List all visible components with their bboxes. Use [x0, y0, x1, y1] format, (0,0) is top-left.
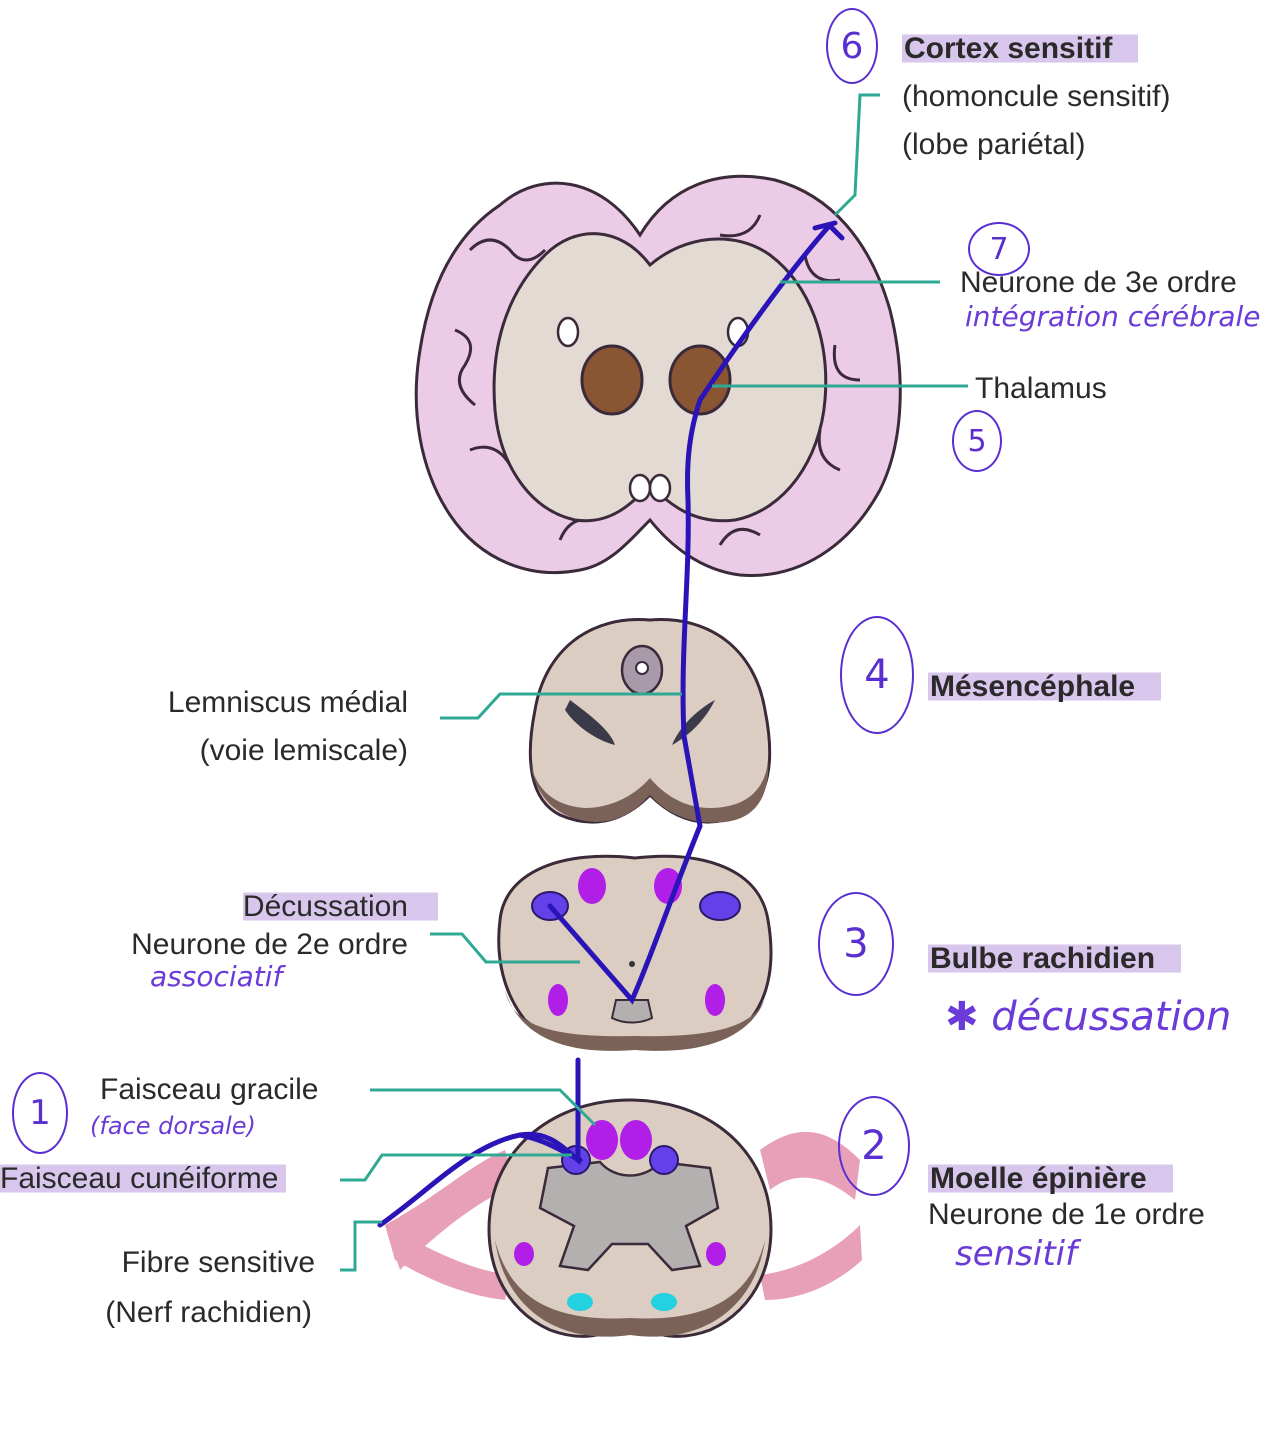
first-order-neuron [377, 1057, 581, 1228]
step-number-5: 5 [952, 410, 1002, 472]
hand-sensitif: sensitif [955, 1234, 1078, 1274]
neuron1-label: Neurone de 1e ordre [928, 1198, 1205, 1231]
pyramids [610, 999, 654, 1024]
cortex-gyri [454, 214, 861, 546]
cuneate-tract-r [649, 1145, 679, 1175]
leader-lemniscus [440, 692, 682, 720]
aqueduct-lumen [635, 661, 649, 675]
spinal-cord-section [385, 1098, 862, 1338]
nerve-left-ventral [385, 1225, 510, 1300]
cortex-terminal [812, 220, 845, 241]
leader-gracile [370, 1088, 597, 1127]
nerve-right [760, 1131, 860, 1200]
lemniscus-label: Lemniscus médial [167, 686, 408, 719]
nerve-right-ventral [760, 1225, 862, 1300]
cortex-sub2: (lobe pariétal) [902, 128, 1086, 161]
step-number-2: 2 [838, 1096, 910, 1196]
step-number-3: 3 [818, 892, 894, 996]
bulbe-label: Bulbe rachidien [928, 942, 1182, 975]
lateral-tract-r [706, 1242, 726, 1266]
nucleus-cuneatus-r [699, 891, 741, 921]
cuneiforme-label: Faisceau cunéiforme [0, 1162, 287, 1195]
sensory-pathway [377, 220, 845, 1228]
fibre-sub: (Nerf rachidien) [105, 1296, 312, 1329]
leader-cuneiforme [340, 1153, 572, 1182]
neuron2-label: Neurone de 2e ordre [131, 928, 408, 961]
olive-right [705, 984, 725, 1016]
olive-left [548, 984, 568, 1016]
lateral-tract-l [514, 1242, 534, 1266]
gracile-label: Faisceau gracile [100, 1073, 319, 1106]
step-number-1: 1 [12, 1072, 68, 1154]
thalamus-left [580, 344, 644, 416]
mesencephalon-base [530, 760, 769, 823]
gracile-tract-2 [620, 1120, 652, 1160]
left-ventricle [556, 316, 580, 348]
leader-fibre [340, 1220, 382, 1272]
mesencephalon-section [528, 618, 772, 824]
thalamus-label: Thalamus [975, 372, 1107, 405]
spinal-cord-base [495, 1240, 765, 1337]
gracile-tract-1 [586, 1120, 618, 1160]
motor-cyan-r [651, 1293, 677, 1311]
medulla-base [505, 990, 768, 1051]
step-number-4: 4 [840, 616, 914, 734]
mammillary-bodies [628, 473, 672, 503]
hand-integration: intégration cérébrale [965, 300, 1261, 333]
cortex-title: Cortex sensitif [902, 32, 1139, 65]
leader-neuron2 [430, 932, 580, 964]
nucleus-gracilis-l [578, 868, 606, 904]
lemniscus-pathway [680, 397, 703, 739]
motor-cyan-l [567, 1293, 593, 1311]
leader-lines [340, 93, 968, 1272]
third-order-neuron [697, 222, 833, 403]
hand-face-dorsale: (face dorsale) [90, 1112, 256, 1140]
first-order-neuron-branch [517, 1132, 583, 1163]
moelle-label: Moelle épinière [928, 1162, 1173, 1195]
medulla-section [497, 854, 773, 1051]
mesencephale-label: Mésencéphale [928, 670, 1162, 703]
lemniscus-sub: (voie lemiscale) [199, 734, 408, 767]
thalamus-right [668, 344, 732, 416]
step-number-7: 7 [968, 222, 1030, 276]
central-canal [629, 961, 635, 967]
decussation-label: Décussation [242, 890, 438, 923]
substantia-nigra-left [565, 700, 615, 745]
nerve-left [385, 1150, 515, 1270]
second-order-neuron [547, 733, 703, 1005]
hand-decussation: ✱ décussation [945, 994, 1232, 1040]
cortex-sub1: (homoncule sensitif) [902, 80, 1171, 113]
step-number-6: 6 [826, 8, 878, 84]
leader-cortex [833, 93, 880, 217]
fibre-label: Fibre sensitive [121, 1246, 315, 1279]
hand-associatif: associatif [150, 960, 283, 993]
brain-section [414, 174, 902, 577]
